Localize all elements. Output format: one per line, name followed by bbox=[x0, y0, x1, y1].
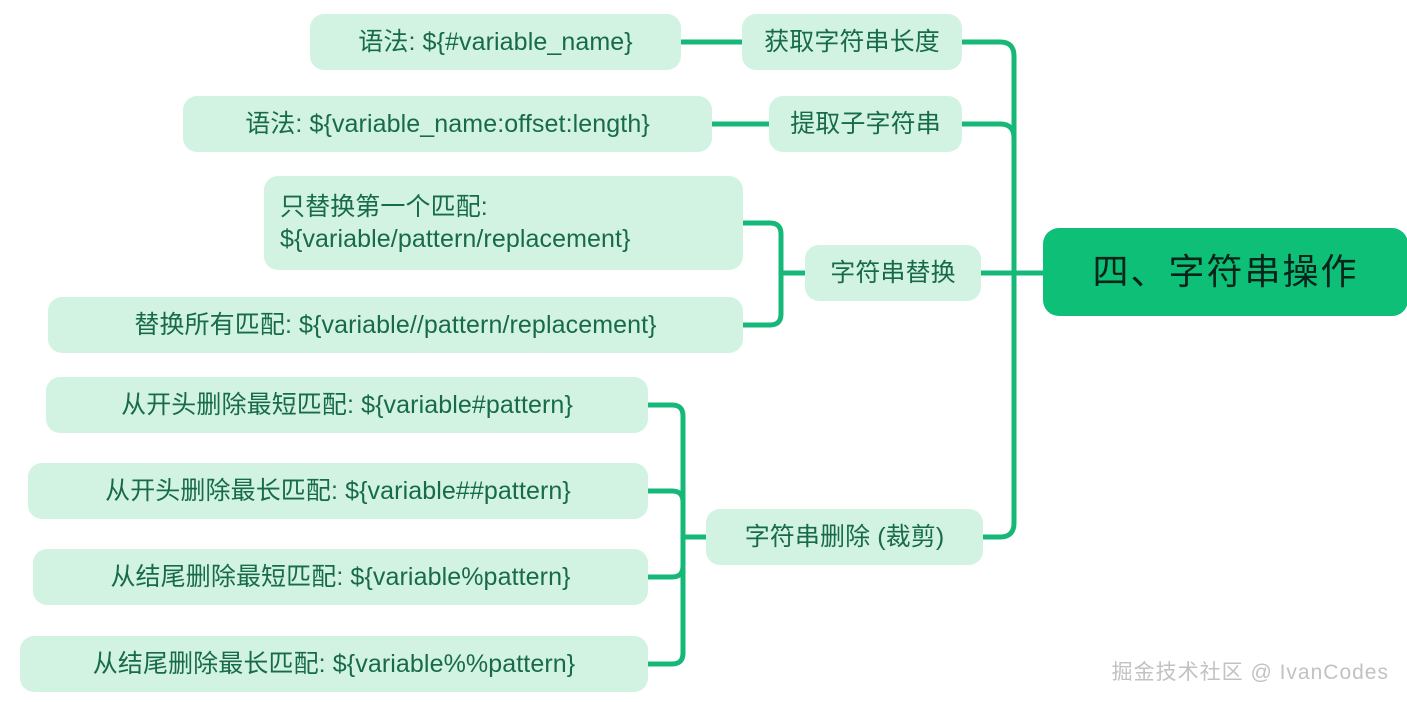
connector-branch0-spine bbox=[959, 39, 1017, 261]
connector-leaf2-bracket bbox=[740, 220, 784, 264]
branch-node-string-length[interactable]: 获取字符串长度 bbox=[742, 14, 962, 70]
branch-node-string-replace[interactable]: 字符串替换 bbox=[805, 245, 981, 301]
connector-branch1-spine bbox=[959, 121, 1017, 261]
leaf-node-syntax-length[interactable]: 语法: ${#variable_name} bbox=[310, 14, 681, 70]
leaf-node-trim-tail-shortest[interactable]: 从结尾删除最短匹配: ${variable%pattern} bbox=[33, 549, 648, 605]
branch-node-substring[interactable]: 提取子字符串 bbox=[769, 96, 962, 152]
leaf-node-replace-first[interactable]: 只替换第一个匹配: ${variable/pattern/replacement… bbox=[264, 176, 743, 270]
leaf-node-trim-tail-longest[interactable]: 从结尾删除最长匹配: ${variable%%pattern} bbox=[20, 636, 648, 692]
leaf-node-syntax-substring[interactable]: 语法: ${variable_name:offset:length} bbox=[183, 96, 712, 152]
leaf-node-replace-all[interactable]: 替换所有匹配: ${variable//pattern/replacement} bbox=[48, 297, 743, 353]
leaf-node-trim-head-longest[interactable]: 从开头删除最长匹配: ${variable##pattern} bbox=[28, 463, 648, 519]
watermark: 掘金技术社区 @ IvanCodes bbox=[1111, 661, 1389, 684]
branch-node-string-delete[interactable]: 字符串删除 (裁剪) bbox=[706, 509, 983, 565]
connector-leaf6-bracket bbox=[645, 542, 686, 580]
connector-leaf5-bracket bbox=[645, 488, 686, 528]
root-node[interactable]: 四、字符串操作 bbox=[1043, 228, 1407, 316]
connector-branch3-spine bbox=[980, 285, 1017, 540]
leaf-node-trim-head-shortest[interactable]: 从开头删除最短匹配: ${variable#pattern} bbox=[46, 377, 648, 433]
connector-leaf7-bracket bbox=[645, 542, 686, 667]
connector-leaf4-bracket bbox=[645, 402, 686, 528]
connector-leaf3-bracket bbox=[740, 283, 784, 328]
